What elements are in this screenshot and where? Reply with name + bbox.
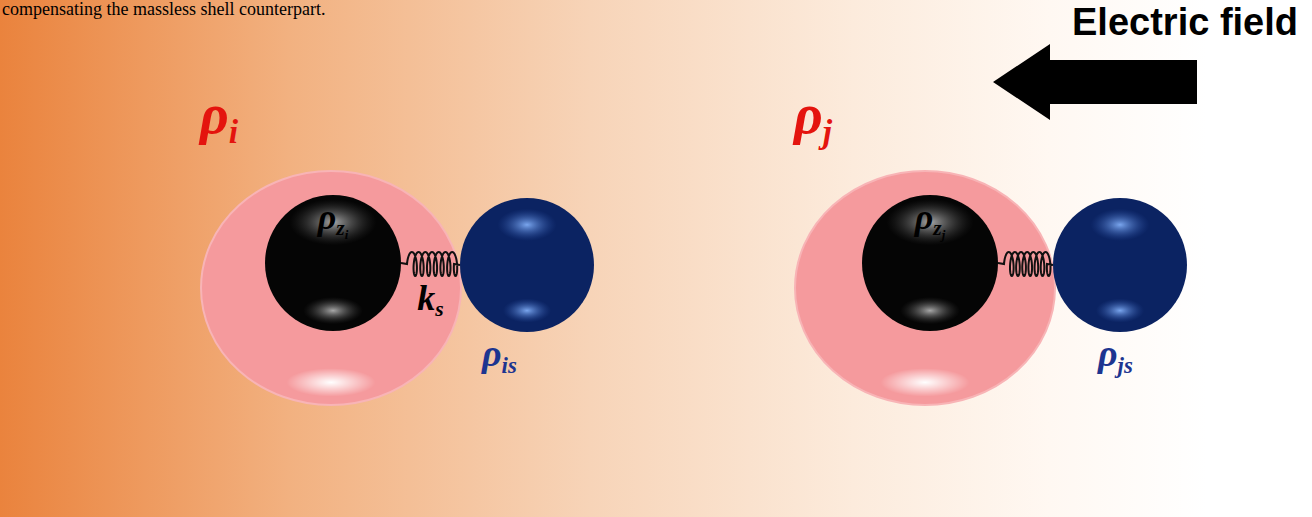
core-ball — [862, 195, 998, 331]
spring-constant: ks — [417, 280, 443, 316]
cut-caption-line: compensating the massless shell counterp… — [2, 0, 325, 20]
cut-caption-line-holder: compensating the massless shell counterp… — [2, 0, 325, 20]
shell-sphere: ρjs — [1053, 198, 1187, 332]
field-label-holder: Electric field — [1072, 2, 1298, 44]
density-cloud — [795, 171, 1055, 405]
shell-ball — [460, 198, 594, 332]
density-symbol: ρzi — [318, 199, 349, 235]
highlight — [498, 209, 557, 241]
field-arrow — [993, 44, 1197, 120]
core-ball — [265, 195, 401, 331]
density-symbol: ρj — [794, 86, 832, 142]
highlight — [1091, 209, 1150, 241]
core-sphere: ρzi — [265, 195, 401, 331]
shell-sphere: ρis — [460, 198, 594, 332]
highlight — [900, 297, 960, 324]
density-symbol: ρi — [200, 86, 238, 142]
density-symbol: ρzj — [915, 199, 946, 235]
highlight — [880, 368, 969, 396]
spring-connector — [998, 252, 1053, 276]
density-cloud — [201, 171, 461, 405]
blue-outline — [460, 198, 594, 332]
atom-density: ρjρzj — [794, 170, 1056, 406]
shell-ball — [1053, 198, 1187, 332]
highlight — [303, 297, 363, 324]
highlight — [286, 368, 375, 396]
highlight — [1096, 299, 1144, 323]
blue-outline — [1053, 198, 1187, 332]
spring-label-holder: ks — [417, 280, 443, 316]
highlight — [503, 299, 551, 323]
core-sphere: ρzj — [862, 195, 998, 331]
density-symbol: ρis — [482, 334, 517, 372]
density-symbol: ρjs — [1098, 334, 1133, 372]
spring-connector — [401, 252, 460, 276]
field-label: Electric field — [1072, 2, 1298, 44]
